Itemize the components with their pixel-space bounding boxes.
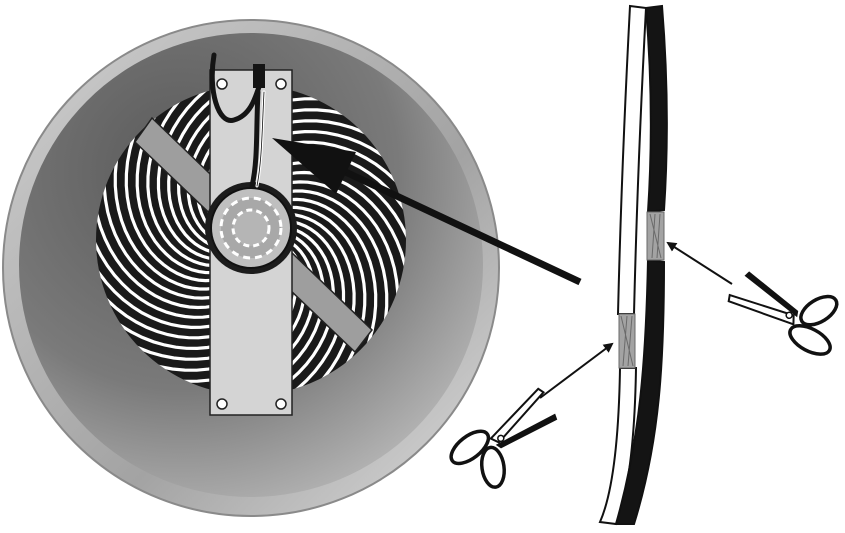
pointer-arrow-lower [539,342,614,399]
coil-winding [156,85,222,261]
white-wire-upper [616,4,648,315]
coil-winding [135,105,231,275]
temperature-sensor [205,182,297,274]
coil-winding [276,212,356,390]
scissors-icon [449,387,558,489]
sensor-wire-pair [598,4,668,526]
black-wire-lower [614,258,666,525]
sensor-wires [209,52,266,189]
exposed-strands [618,211,665,369]
pointer-arrow-large [272,138,582,286]
coil-winding [280,219,346,395]
pointer-arrow-upper [666,241,733,285]
scissors-icon [727,271,839,356]
coil-winding [167,85,247,255]
black-wire-upper [644,4,668,214]
